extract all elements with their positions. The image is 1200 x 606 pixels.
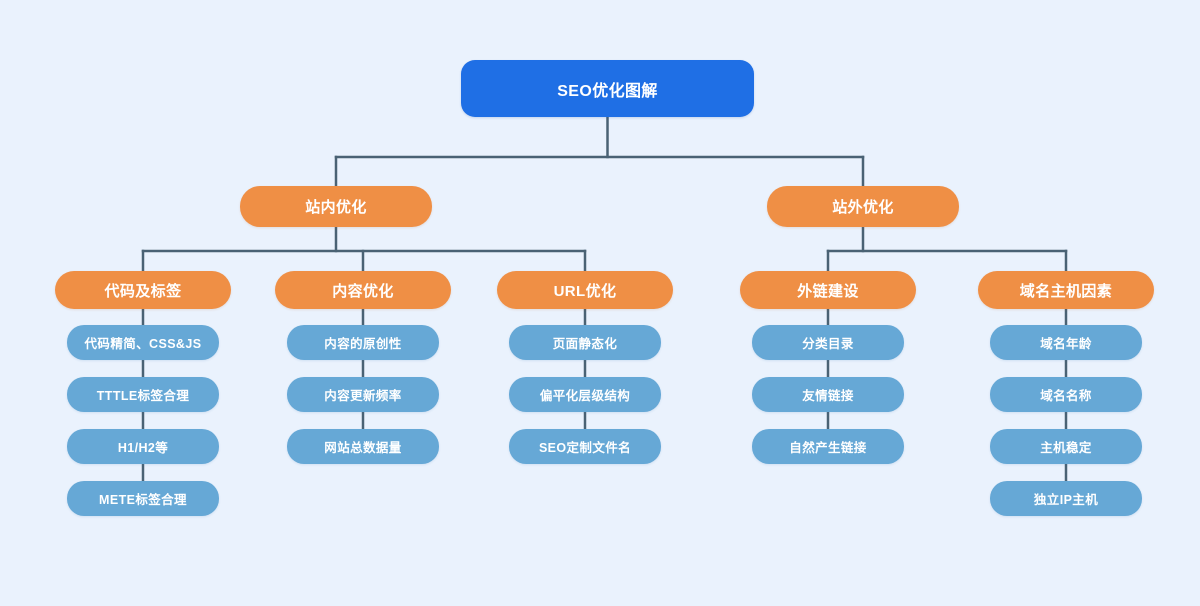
node-leaf-1-1-3[interactable]: H1/H2等: [67, 429, 219, 464]
node-leaf-2-1-2[interactable]: 友情链接: [752, 377, 904, 412]
node-leaf-1-3-3[interactable]: SEO定制文件名: [509, 429, 661, 464]
node-category-1-1[interactable]: 代码及标签: [55, 271, 231, 309]
node-leaf-1-1-1[interactable]: 代码精简、CSS&JS: [67, 325, 219, 360]
node-branch-1[interactable]: 站内优化: [240, 186, 432, 227]
node-root[interactable]: SEO优化图解: [461, 60, 754, 117]
node-leaf-1-2-2[interactable]: 内容更新频率: [287, 377, 439, 412]
node-category-1-3[interactable]: URL优化: [497, 271, 673, 309]
node-leaf-2-2-3[interactable]: 主机稳定: [990, 429, 1142, 464]
node-leaf-2-2-2[interactable]: 域名名称: [990, 377, 1142, 412]
node-leaf-1-3-2[interactable]: 偏平化层级结构: [509, 377, 661, 412]
node-leaf-1-1-4[interactable]: METE标签合理: [67, 481, 219, 516]
node-category-2-1[interactable]: 外链建设: [740, 271, 916, 309]
node-category-1-2[interactable]: 内容优化: [275, 271, 451, 309]
node-category-2-2[interactable]: 域名主机因素: [978, 271, 1154, 309]
node-branch-2[interactable]: 站外优化: [767, 186, 959, 227]
node-leaf-2-1-3[interactable]: 自然产生链接: [752, 429, 904, 464]
node-leaf-1-3-1[interactable]: 页面静态化: [509, 325, 661, 360]
node-leaf-1-2-1[interactable]: 内容的原创性: [287, 325, 439, 360]
node-leaf-1-2-3[interactable]: 网站总数据量: [287, 429, 439, 464]
node-leaf-2-2-1[interactable]: 域名年龄: [990, 325, 1142, 360]
node-leaf-2-1-1[interactable]: 分类目录: [752, 325, 904, 360]
node-leaf-2-2-4[interactable]: 独立IP主机: [990, 481, 1142, 516]
node-leaf-1-1-2[interactable]: TTTLE标签合理: [67, 377, 219, 412]
